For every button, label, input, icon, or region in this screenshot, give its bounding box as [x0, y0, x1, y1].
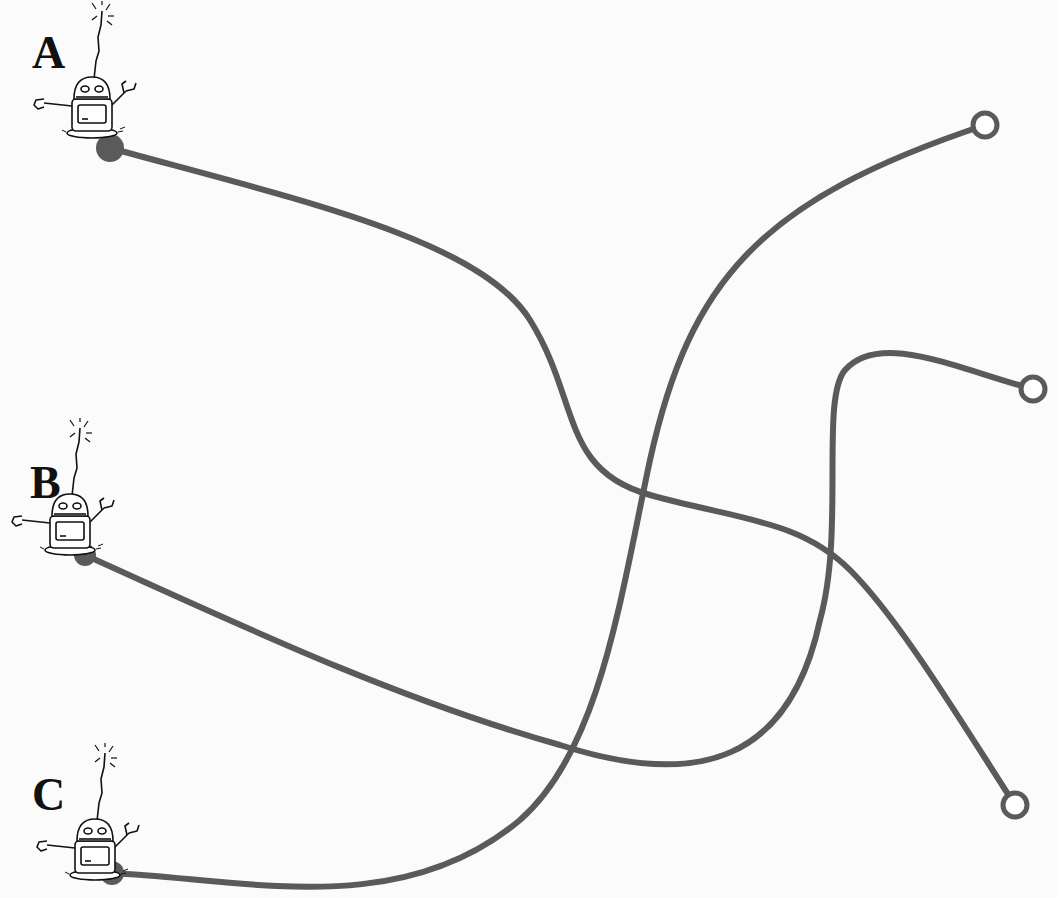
robot-node: C	[25, 743, 150, 888]
robot-label: A	[32, 30, 65, 76]
robot-icon	[0, 418, 125, 563]
path-b	[85, 353, 1033, 765]
robot-node: A	[22, 1, 147, 146]
goal-circle	[1003, 793, 1027, 817]
robot-label: B	[30, 460, 61, 506]
path-c	[112, 125, 985, 887]
robot-label: C	[32, 772, 65, 818]
path-a	[110, 148, 1015, 805]
robot-node: B	[0, 418, 125, 563]
goal-circle	[1021, 377, 1045, 401]
goal-circle	[973, 113, 997, 137]
